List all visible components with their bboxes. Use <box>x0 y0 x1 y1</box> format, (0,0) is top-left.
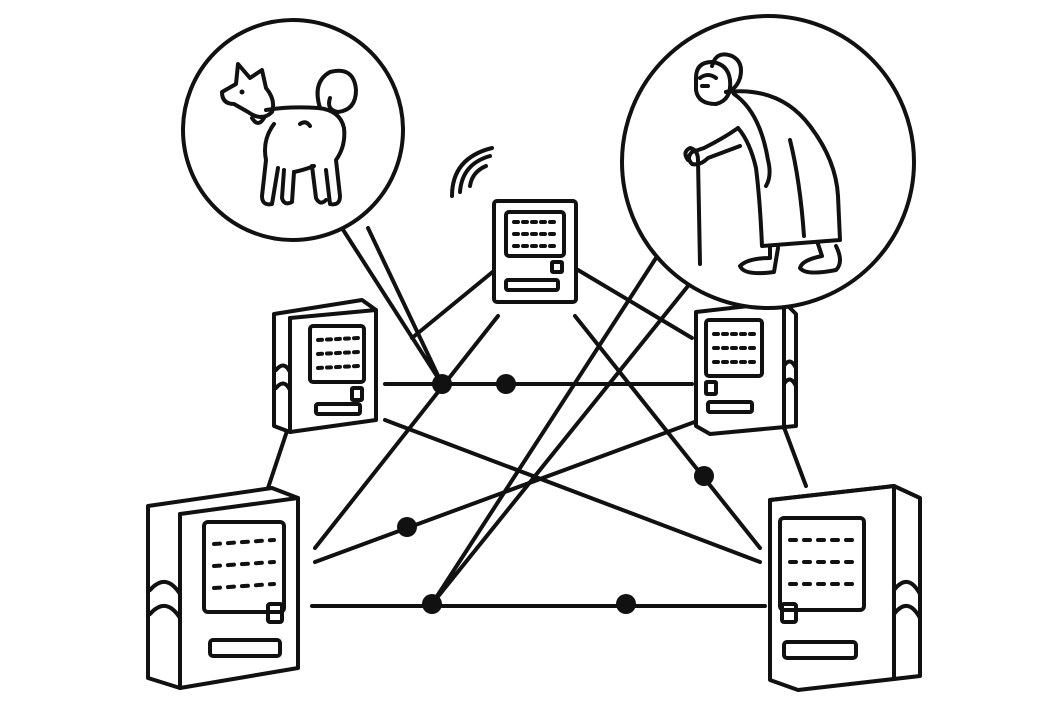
node <box>496 374 516 394</box>
elderly-person-with-cane-icon <box>683 52 842 276</box>
callout-dog <box>181 18 405 242</box>
link-top-to-midright <box>576 268 694 340</box>
link-midleft-to-bottomright <box>383 418 762 564</box>
vending-machine-icon <box>492 199 578 304</box>
network-links <box>266 268 808 608</box>
vending-machine-icon <box>272 298 378 434</box>
dog-callout-tail <box>338 223 444 386</box>
vending-machine-icon <box>694 300 798 436</box>
node <box>694 466 714 486</box>
callout-tails <box>338 223 690 606</box>
wifi-signal-icon <box>450 146 494 198</box>
dog-icon <box>220 62 358 207</box>
person-callout-tail <box>430 256 690 606</box>
link-midleft-to-bottomleft <box>266 420 292 490</box>
link-top-to-midleft <box>410 268 497 340</box>
callout-elderly-person <box>620 14 916 310</box>
vending-machine-icon <box>146 486 300 690</box>
vending-machine-icon <box>768 484 922 692</box>
node <box>616 594 636 614</box>
link-top-to-bottomleft <box>313 314 500 550</box>
link-midright-to-bottomright <box>780 420 808 488</box>
node <box>397 517 417 537</box>
